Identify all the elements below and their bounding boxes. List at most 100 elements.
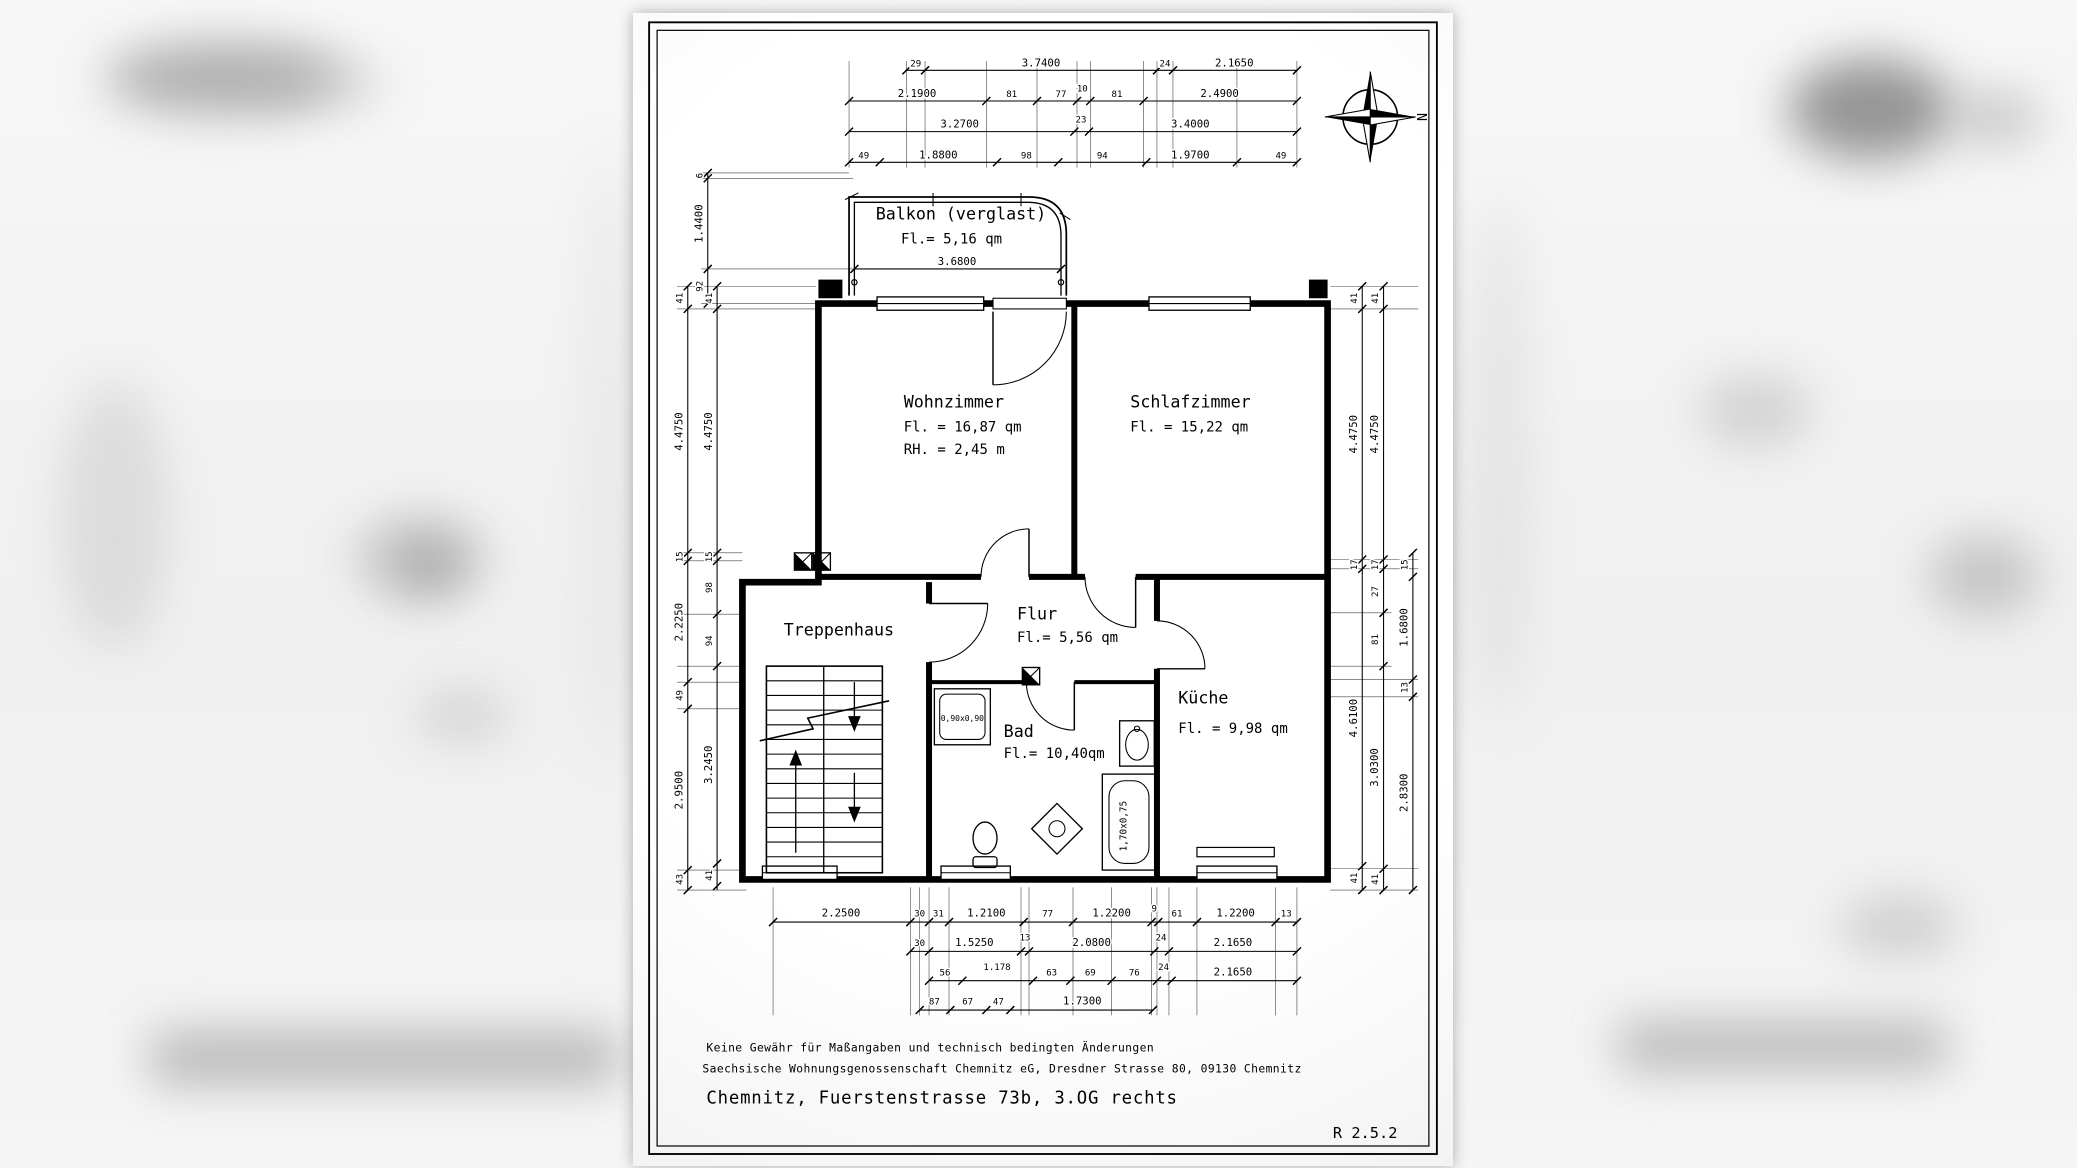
door-swing-arcs	[929, 311, 1206, 731]
dim-label: 2.1900	[898, 87, 937, 100]
dim-label: 9	[1152, 904, 1157, 914]
dim-label: 4.4750	[1368, 415, 1381, 453]
dim-label: 3.2450	[702, 746, 715, 785]
toilet-tank	[972, 856, 998, 869]
kitchen-fixtures	[1196, 846, 1275, 858]
balcony-post	[1057, 278, 1065, 286]
dim-label: 49	[858, 151, 869, 161]
background-blur-blob	[398, 545, 462, 589]
dim-lines	[687, 69, 1414, 1011]
dim-label: 2.2500	[822, 907, 861, 920]
background-blur-blob	[1698, 375, 1813, 447]
balcony-rail-outer	[848, 196, 1068, 296]
shaft-diagonal	[794, 552, 813, 571]
dim-label: 3.6800	[938, 255, 977, 268]
dim-label: 3.4000	[1171, 118, 1210, 131]
sh ower-size-label: 0,90x0,90	[941, 714, 984, 723]
dim-label: 69	[1085, 968, 1096, 978]
shaft-box	[812, 552, 832, 571]
dim-label: 4.4750	[702, 412, 715, 451]
dim-label: 2.1650	[1215, 56, 1254, 69]
shower-tray-inner	[939, 693, 986, 740]
dim-label: 56	[940, 968, 951, 978]
compass-point-w	[1324, 108, 1371, 118]
dim-label: 61	[1172, 910, 1183, 920]
plan-reference: R 2.5.2	[1333, 1124, 1398, 1142]
room-area-schlafzimmer: Fl. = 15,22 qm	[1130, 420, 1248, 436]
footer-address: Chemnitz, Fuerstenstrasse 73b, 3.OG rech…	[706, 1088, 1177, 1108]
dim-label: 41	[705, 293, 715, 304]
dim-label: 3.7400	[1022, 56, 1061, 69]
washbasin-bowl	[1125, 728, 1149, 761]
room-label-treppenhaus: Treppenhaus	[784, 620, 894, 639]
dim-label: 87	[929, 998, 940, 1008]
dim-label: 15	[1401, 559, 1411, 570]
floorplan-sheet: N 29 3.7400 24 2.1650 2.1900 81 77 10 81…	[633, 13, 1453, 1166]
room-label-wohnzimmer: Wohnzimmer	[904, 393, 1004, 412]
dim-label: 15	[705, 551, 715, 562]
stair-break-line	[759, 700, 890, 742]
dim-label: 3.0300	[1368, 748, 1381, 786]
background-blur-blob	[585, 150, 631, 770]
dim-label: 1.2200	[1092, 907, 1131, 920]
dim-label: 1.6800	[1398, 608, 1411, 646]
dim-label: 2.4900	[1200, 87, 1239, 100]
north-label: N	[1413, 113, 1428, 121]
bathtub-inner	[1108, 780, 1150, 864]
dim-label: 92	[695, 281, 705, 292]
shaft-diagonal	[812, 552, 831, 571]
room-labels: Balkon (verglast) Fl.= 5,16 qm Wohnzimme…	[784, 205, 1288, 763]
dim-label: 1.178	[983, 963, 1010, 973]
dim-label: 10	[1077, 85, 1088, 95]
background-blur-blob	[415, 690, 510, 742]
shaft-box	[1021, 666, 1041, 686]
dim-label: 77	[1042, 910, 1053, 920]
compass-point-n-fill	[1362, 71, 1371, 117]
dim-label: 1.9700	[1171, 148, 1210, 161]
room-label-kueche: Küche	[1178, 688, 1228, 707]
dim-label: 13	[1281, 910, 1292, 920]
wall-pier	[818, 279, 843, 299]
dim-label: 4.4750	[1347, 415, 1360, 453]
inner-border	[656, 29, 1430, 1147]
dim-label: 49	[1275, 151, 1286, 161]
background-blur-blob	[1788, 58, 1953, 160]
room-height-wohnzimmer: RH. = 2,45 m	[904, 442, 1005, 458]
dim-label: 1.7300	[1063, 995, 1102, 1008]
sheet-borders	[648, 21, 1438, 1155]
dim-label: 94	[1097, 151, 1108, 161]
dim-label: 81	[1371, 634, 1381, 645]
dim-label: 41	[675, 293, 685, 304]
radiator	[1196, 846, 1275, 858]
dim-label: 41	[1350, 293, 1360, 304]
dim-label: 30	[914, 910, 925, 920]
dim-label: 13	[1401, 682, 1411, 693]
dim-label: 4.4750	[672, 412, 685, 451]
dim-label: 41	[1371, 293, 1381, 304]
stair-arrow-up-head	[789, 749, 803, 766]
doors	[929, 311, 1206, 731]
dim-label: 81	[1006, 90, 1017, 100]
dim-label: 1.8800	[919, 148, 958, 161]
dim-label: 41	[1371, 874, 1381, 885]
background-blur-blob	[1618, 1022, 1948, 1070]
dim-label: 2.2250	[672, 603, 685, 642]
background-blur-blob	[1470, 200, 1530, 720]
balcony	[844, 192, 1071, 296]
background-blur-blob	[1928, 535, 2040, 617]
shaft-diagonal	[1021, 667, 1041, 686]
dim-label: 76	[1129, 968, 1140, 978]
background-blur-blob	[150, 1032, 620, 1084]
shaft-box	[793, 552, 813, 571]
dimension-lines	[677, 60, 1419, 1016]
dim-label: 41	[1350, 873, 1360, 884]
dim-label: 98	[705, 582, 715, 593]
dim-label: 98	[1021, 151, 1032, 161]
room-area-flur: Fl.= 5,56 qm	[1017, 630, 1118, 646]
dim-label: 17	[1371, 559, 1381, 570]
dim-label: 77	[1056, 90, 1067, 100]
stair-arrow-down-1-head	[848, 716, 861, 732]
dim-label: 41	[705, 870, 715, 881]
dim-label: 1.5250	[955, 936, 994, 949]
footer-disclaimer: Keine Gewähr für Maßangaben und technisc…	[706, 1040, 1154, 1054]
